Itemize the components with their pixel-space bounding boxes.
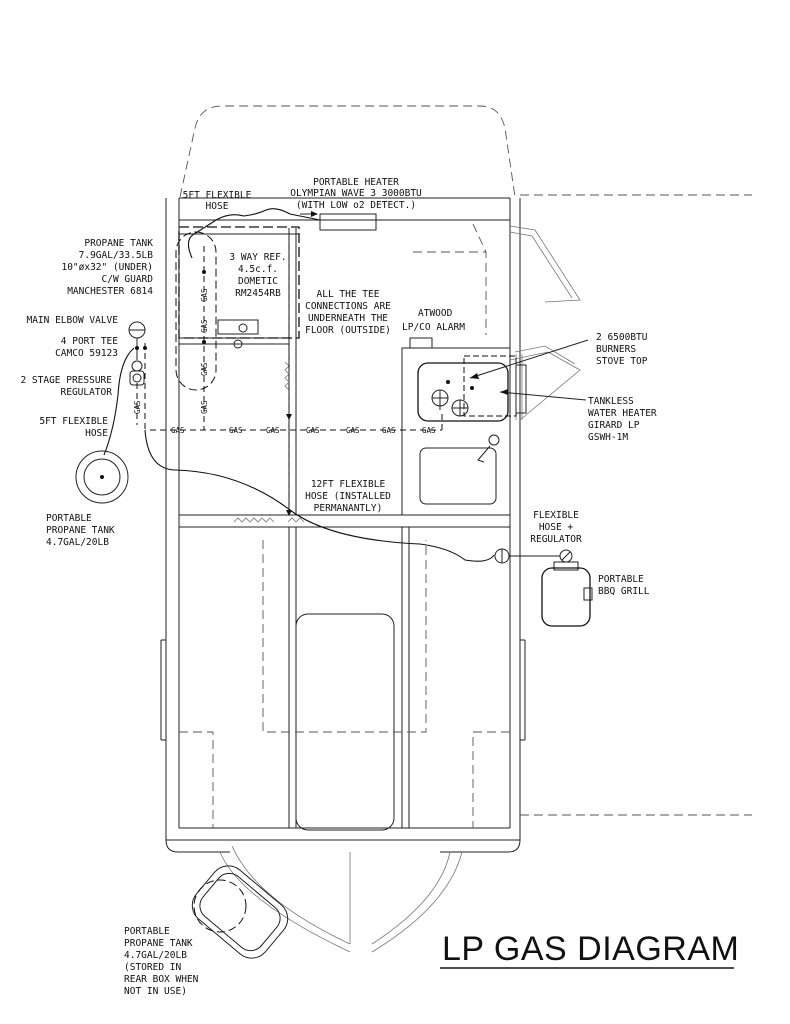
leader-lines — [469, 339, 589, 401]
portable-tank-rear-label-line3: 4.7GAL/20LB — [124, 950, 187, 961]
pressure-regulator — [129, 370, 145, 386]
flexible-hoses — [103, 208, 495, 562]
gas-tag-v5: GAS — [133, 400, 142, 414]
co-alarm-label-line1: ATWOOD — [418, 308, 453, 319]
flex-hose-left-label-line2: HOSE — [85, 428, 108, 439]
flex-hose-12ft-label-line3: PERMANANTLY) — [314, 503, 383, 514]
portable-tank-left-label-line2: PROPANE TANK — [46, 525, 115, 536]
tee-note-line4: FLOOR (OUTSIDE) — [305, 325, 391, 336]
gas-lines: GAS GAS GAS GAS GAS GAS GAS GAS GAS GAS … — [133, 232, 443, 516]
regulator-label-line2: REGULATOR — [61, 387, 113, 398]
flex-hose-12ft-label-line2: HOSE (INSTALLED — [305, 491, 391, 502]
valve-assembly — [128, 321, 147, 386]
portable-tank-rear-label-line5: REAR BOX WHEN — [124, 974, 199, 985]
flex-hose-regulator-label-line3: REGULATOR — [530, 534, 582, 545]
bbq-grill-label-line2: BBQ GRILL — [598, 586, 650, 597]
portable-heater-label-line1: PORTABLE HEATER — [313, 177, 399, 188]
portable-tank-rear-label-line2: PROPANE TANK — [124, 938, 193, 949]
tee-note-line1: ALL THE TEE — [317, 289, 380, 300]
portable-heater-label-line2: OLYMPIAN WAVE 3 3000BTU — [290, 188, 422, 199]
flex-hose-regulator-label-line1: FLEXIBLE — [533, 510, 579, 521]
gas-tag-v1: GAS — [200, 288, 209, 302]
stove-top-label-line1: 2 6500BTU — [596, 332, 648, 343]
gas-tag-5: GAS — [346, 426, 360, 435]
gas-tag-7: GAS — [422, 426, 436, 435]
faucet-icon — [477, 434, 500, 463]
portable-tank-left-label-line3: 4.7GAL/20LB — [46, 537, 109, 548]
gas-tag-v4: GAS — [200, 400, 209, 414]
gas-tag-v3: GAS — [200, 362, 209, 376]
bbq-grill — [494, 548, 593, 627]
refrigerator: 3 WAY REF. 4.5c.f. DOMETIC RM2454RB — [178, 226, 300, 349]
refrigerator-label-line3: DOMETIC — [238, 276, 278, 287]
tee-note-line3: UNDERNEATH THE — [308, 313, 388, 324]
flex-hose-regulator-label-line2: HOSE + — [539, 522, 574, 533]
stove-top-label-line2: BURNERS — [596, 344, 636, 355]
flex-hose-top-label-line2: HOSE — [206, 201, 229, 212]
stove-top-label-line3: STOVE TOP — [596, 356, 648, 367]
portable-tank-rear-label-line4: (STORED IN — [124, 962, 181, 973]
propane-tank-label-line3: 10"øx32" (UNDER) — [61, 262, 153, 273]
portable-heater — [300, 211, 377, 231]
water-heater — [463, 355, 527, 417]
gas-tag-v2: GAS — [200, 319, 209, 333]
tee-note-line2: CONNECTIONS ARE — [305, 301, 391, 312]
regulator-label-line1: 2 STAGE PRESSURE — [20, 375, 112, 386]
portable-heater-label-line3: (WITH LOW o2 DETECT.) — [296, 200, 416, 211]
refrigerator-label-line2: 4.5c.f. — [238, 264, 278, 275]
main-propane-tank — [175, 231, 217, 391]
portable-tank-rear-label-line1: PORTABLE — [124, 926, 170, 937]
refrigerator-label-line1: 3 WAY REF. — [229, 252, 286, 263]
water-heater-label-line3: GIRARD LP — [588, 420, 640, 431]
flex-hose-left-label-line1: 5FT FLEXIBLE — [39, 416, 108, 427]
portable-tank-left — [75, 450, 129, 504]
co-alarm — [409, 337, 433, 349]
four-port-tee-label-line2: CAMCO 59123 — [55, 348, 118, 359]
water-heater-label-line4: GSWH-1M — [588, 432, 628, 443]
water-heater-label-line2: WATER HEATER — [588, 408, 657, 419]
bbq-grill-label-line1: PORTABLE — [598, 574, 644, 585]
water-heater-label-line1: TANKLESS — [588, 396, 634, 407]
gas-tag-3: GAS — [266, 426, 280, 435]
propane-tank-label-line2: 7.9GAL/33.5LB — [79, 250, 154, 261]
propane-tank-label-line4: C/W GUARD — [102, 274, 154, 285]
flex-hose-top-label-line1: 5FT FLEXIBLE — [183, 190, 252, 201]
four-port-tee-label-line1: 4 PORT TEE — [61, 336, 118, 347]
portable-tank-rear — [191, 865, 289, 959]
propane-tank-label-line5: MANCHESTER 6814 — [67, 286, 153, 297]
trailer-outline — [160, 105, 752, 953]
gas-tag-2: GAS — [229, 426, 243, 435]
title-block: LP GAS DIAGRAM — [440, 930, 739, 969]
stove-top — [417, 362, 509, 422]
propane-tank-label-line1: PROPANE TANK — [84, 238, 153, 249]
refrigerator-label-line4: RM2454RB — [235, 288, 281, 299]
flex-hose-12ft-label-line1: 12FT FLEXIBLE — [311, 479, 386, 490]
four-port-tee — [135, 346, 139, 350]
gas-tag-4: GAS — [306, 426, 320, 435]
gas-tag-6: GAS — [382, 426, 396, 435]
main-elbow-valve-label: MAIN ELBOW VALVE — [26, 315, 118, 326]
labels: PORTABLE HEATER OLYMPIAN WAVE 3 3000BTU … — [20, 177, 656, 997]
co-alarm-label-line2: LP/CO ALARM — [402, 322, 465, 333]
gas-tag-1: GAS — [171, 426, 185, 435]
diagram-title: LP GAS DIAGRAM — [442, 930, 739, 968]
portable-tank-rear-label-line6: NOT IN USE) — [124, 986, 187, 997]
portable-tank-left-label-line1: PORTABLE — [46, 513, 92, 524]
